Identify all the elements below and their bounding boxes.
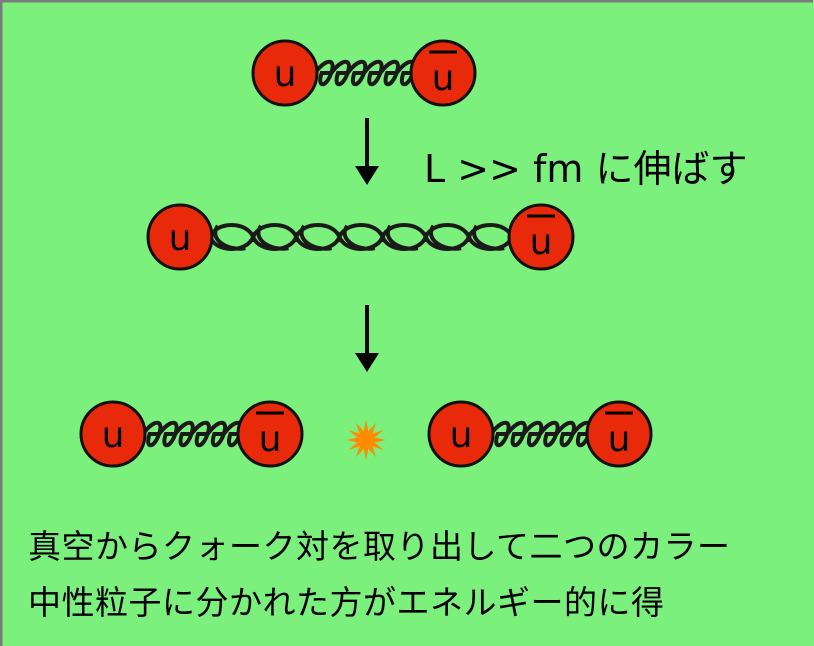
antiquark-label: u [259, 419, 282, 460]
quark: u [146, 203, 214, 271]
quark-label: u [274, 54, 297, 95]
antiquark-label: u [608, 419, 631, 460]
antiquark-label: u [530, 222, 553, 263]
gluon-spring-compressed [313, 59, 417, 87]
quark: u [79, 400, 147, 468]
stretch-step-label: L >> fm に伸ばす [424, 147, 748, 191]
antiquark-label: u [432, 58, 455, 99]
spark-icon [346, 420, 386, 460]
antiquark: u [236, 400, 304, 468]
gluon-spring-left-pair [141, 420, 244, 448]
gluon-spring-stretched [208, 223, 514, 251]
quark: u [251, 39, 319, 107]
down-arrow-icon [355, 305, 379, 372]
quark: u [427, 400, 495, 468]
antiquark: u [507, 203, 575, 271]
antiquark: u [409, 39, 477, 107]
quark-label: u [102, 415, 125, 456]
caption-line-1: 真空からクォーク対を取り出して二つのカラー [28, 527, 731, 566]
down-arrow-icon [355, 118, 379, 185]
gluon-spring-right-pair [489, 420, 593, 448]
quark-label: u [169, 218, 192, 259]
quark-label: u [450, 415, 473, 456]
caption-line-2: 中性粒子に分かれた方がエネルギー的に得 [28, 583, 665, 622]
antiquark: u [585, 400, 653, 468]
